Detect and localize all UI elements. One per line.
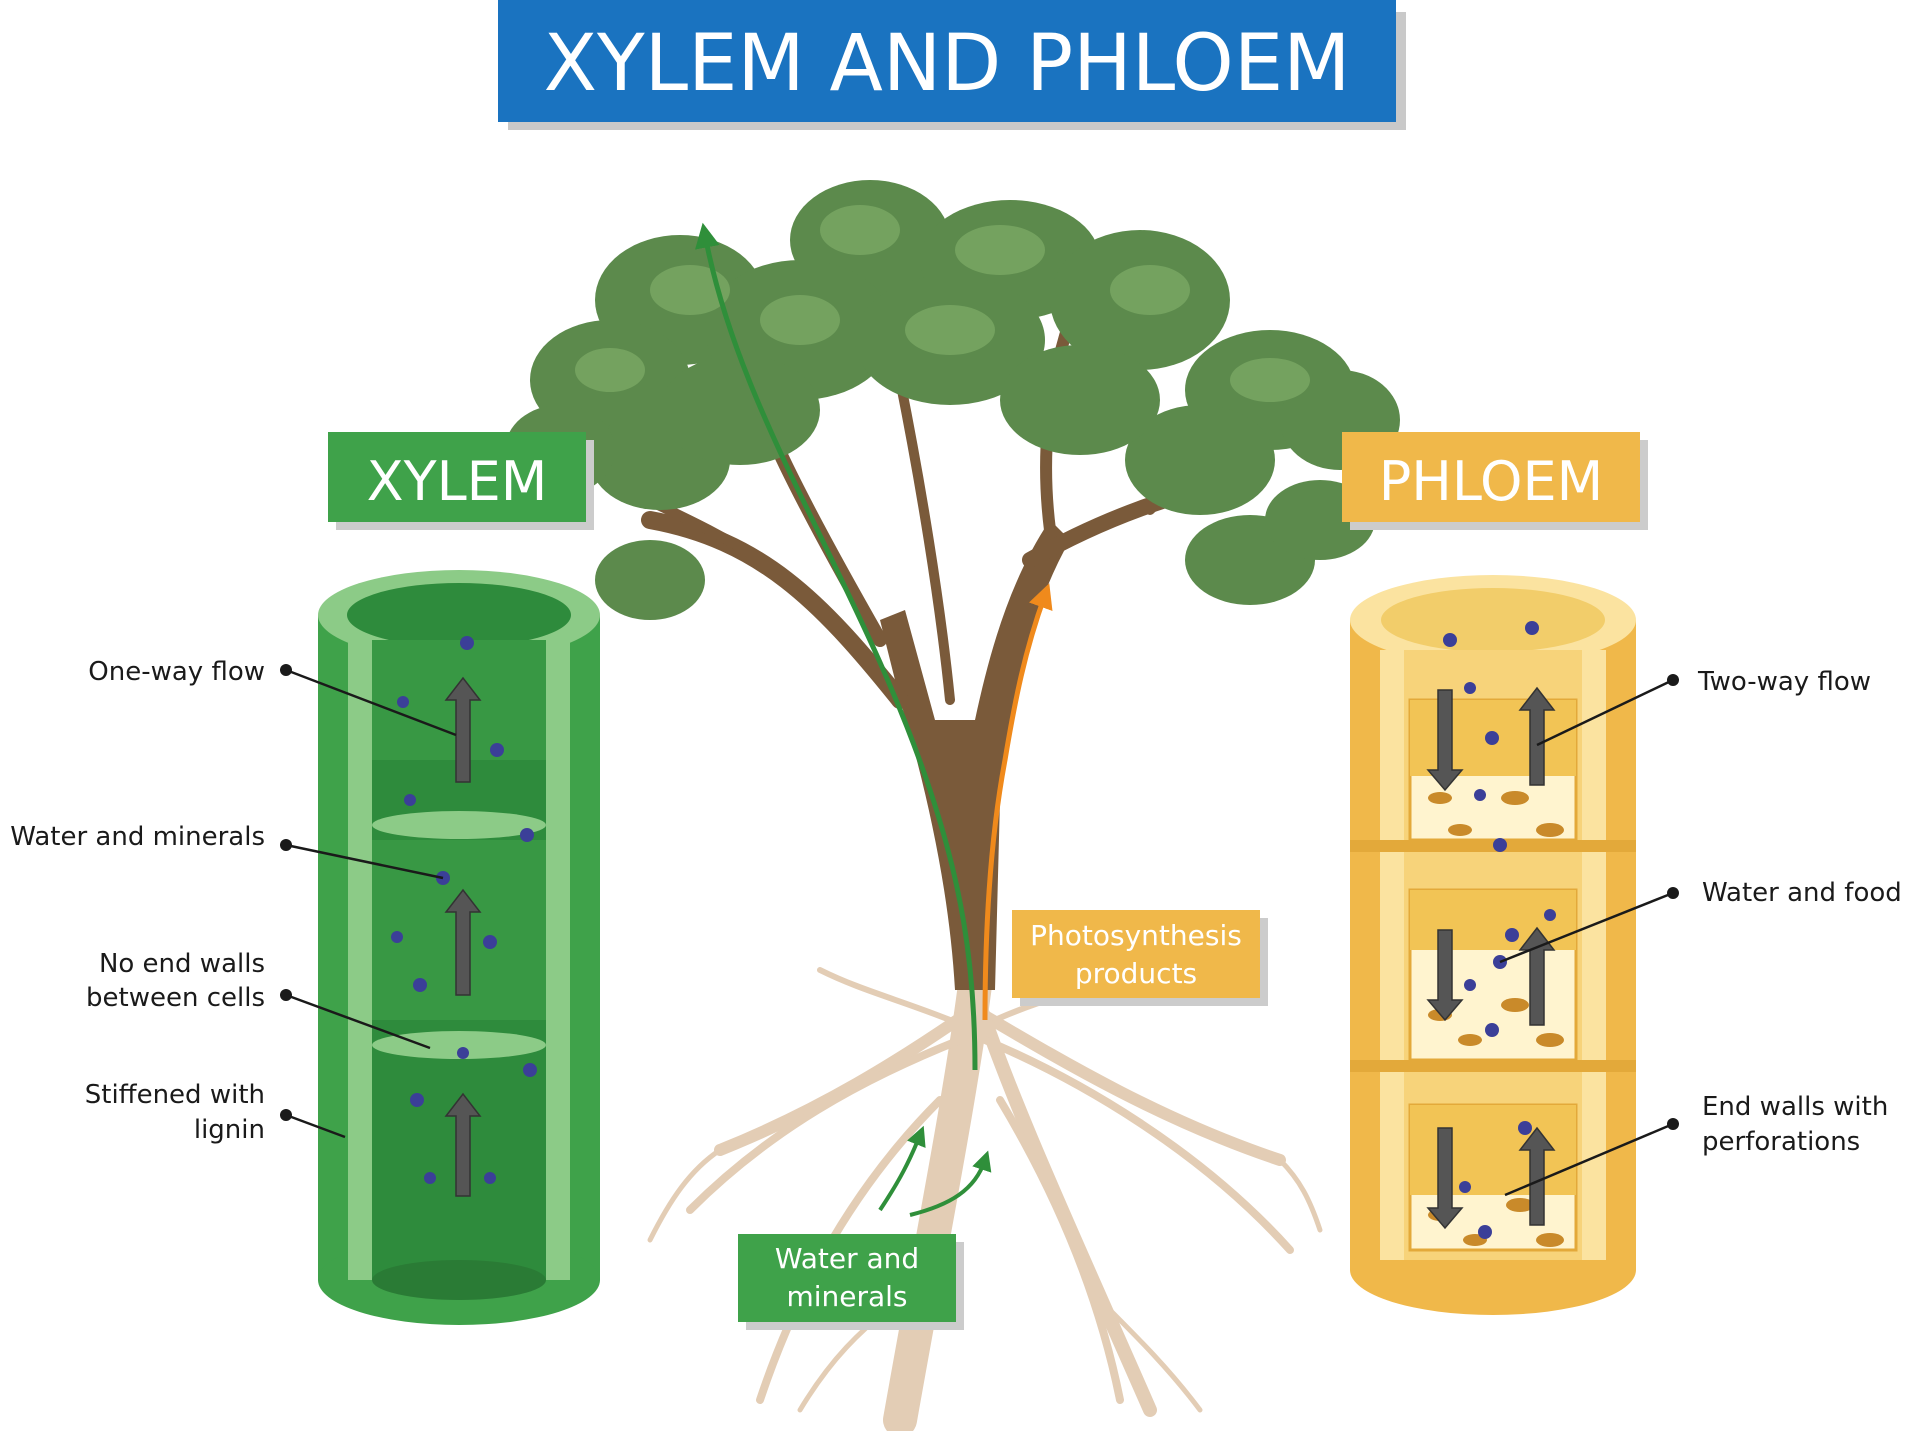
label-water-minerals: Water and minerals <box>10 822 265 852</box>
phloem-flow-arrow-tree <box>982 583 1053 1021</box>
title-banner: XYLEM AND PHLOEM <box>498 0 1406 130</box>
phloem-callout-end-walls: End walls with perforations <box>1504 1092 1888 1197</box>
label-stiffened-2: lignin <box>194 1115 265 1145</box>
xylem-callout-no-end-walls: No end walls between cells <box>86 949 431 1050</box>
label-no-end-walls-1: No end walls <box>99 949 265 979</box>
photosynthesis-line1: Photosynthesis <box>1030 919 1242 952</box>
xylem-callout-one-way-flow: One-way flow <box>88 657 457 737</box>
phloem-heading-text: PHLOEM <box>1379 450 1604 513</box>
label-two-way-flow: Two-way flow <box>1697 667 1871 697</box>
foliage-highlights <box>575 205 1310 402</box>
label-end-walls-1: End walls with <box>1702 1092 1888 1122</box>
root-uptake-arrow-left <box>878 1125 926 1212</box>
phloem-food-dots <box>1443 621 1556 1239</box>
label-one-way-flow: One-way flow <box>88 657 265 687</box>
xylem-callout-water-minerals: Water and minerals <box>10 822 444 880</box>
xylem-heading: XYLEM <box>328 432 594 530</box>
phloem-callout-water-food: Water and food <box>1499 878 1902 964</box>
xylem-vessel <box>318 570 600 1325</box>
sieve-cell-3 <box>1408 1103 1578 1252</box>
photosynthesis-line2: products <box>1075 957 1197 990</box>
xylem-mineral-dots <box>391 636 537 1184</box>
phloem-heading: PHLOEM <box>1342 432 1648 530</box>
label-water-food: Water and food <box>1702 878 1902 908</box>
label-stiffened-1: Stiffened with <box>85 1080 265 1110</box>
xylem-flow-arrows <box>444 676 482 1197</box>
root-water-minerals-line2: minerals <box>786 1280 907 1313</box>
root-water-minerals-box: Water and minerals <box>738 1234 964 1330</box>
roots <box>647 967 1323 1431</box>
label-no-end-walls-2: between cells <box>86 983 265 1013</box>
phloem-callout-two-way-flow: Two-way flow <box>1536 667 1871 747</box>
xylem-heading-text: XYLEM <box>367 450 548 513</box>
trunk <box>880 520 1070 990</box>
photosynthesis-products-box: Photosynthesis products <box>1012 910 1268 1006</box>
phloem-tube <box>1350 575 1636 1315</box>
xylem-callout-stiffened-lignin: Stiffened with lignin <box>85 1080 346 1145</box>
title-text: XYLEM AND PHLOEM <box>544 19 1351 109</box>
xylem-flow-arrow-tree <box>695 222 978 1071</box>
root-water-minerals-line1: Water and <box>775 1242 919 1275</box>
label-end-walls-2: perforations <box>1702 1127 1860 1157</box>
root-uptake-arrow-right <box>909 1150 992 1217</box>
